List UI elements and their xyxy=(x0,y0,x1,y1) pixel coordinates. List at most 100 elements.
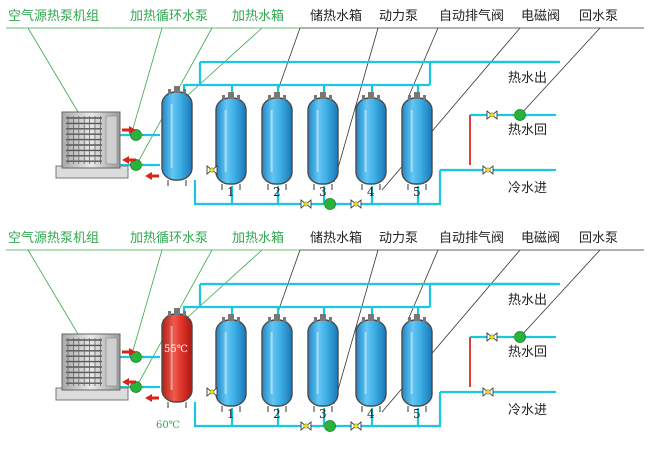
label-return-pump: 回水泵 xyxy=(579,9,618,24)
tank-body xyxy=(307,319,339,407)
leader-power-pump xyxy=(333,249,379,405)
pump-arrow xyxy=(134,351,144,363)
label-auto-vent-valve: 自动排气阀 xyxy=(439,8,504,24)
heat-pump-side xyxy=(105,115,118,165)
heating-tank xyxy=(161,86,193,186)
tank-fitting xyxy=(222,95,225,100)
valve-icon xyxy=(350,199,362,209)
tank-number-1: 1 xyxy=(227,185,235,199)
outlet-hot-out: 热水出 xyxy=(508,71,547,86)
arrow-icon xyxy=(122,378,136,386)
valve-core xyxy=(303,423,309,429)
tank-fitting xyxy=(274,314,280,321)
heat-pump-side xyxy=(105,337,118,387)
tank-fitting xyxy=(283,317,286,322)
tank-fitting xyxy=(329,95,332,100)
label-solenoid-valve: 电磁阀 xyxy=(521,231,560,246)
tank-fitting xyxy=(174,86,180,93)
outlet-hot-return: 热水回 xyxy=(508,123,547,138)
storage-tank-5 xyxy=(401,92,433,190)
tank-number-4: 4 xyxy=(367,407,375,421)
pump-arrow xyxy=(322,198,332,210)
arrow-icon xyxy=(145,394,159,402)
pipe-tank-top-header xyxy=(182,83,430,92)
tank-fitting xyxy=(314,95,317,100)
label-return-pump: 回水泵 xyxy=(579,231,618,246)
pump-arrow xyxy=(512,331,522,343)
pump-arrow xyxy=(134,381,144,393)
tank-body xyxy=(401,97,433,185)
arrow-icon xyxy=(145,172,159,180)
pump-icon xyxy=(130,351,144,363)
tank-fitting xyxy=(362,317,365,322)
pipe-bottom-header xyxy=(193,392,442,428)
valve-icon xyxy=(482,387,494,397)
tank-body xyxy=(355,97,387,185)
storage-tank-1 xyxy=(215,314,247,412)
tank-number-3: 3 xyxy=(319,407,327,421)
leader-return-pump xyxy=(519,27,601,116)
valve-icon xyxy=(300,421,312,431)
tank-fitting xyxy=(377,317,380,322)
tank-fitting xyxy=(423,95,426,100)
tank-fitting xyxy=(274,92,280,99)
bottom-temp: 60℃ xyxy=(156,420,180,431)
label-heat-pump-unit: 空气源热泵机组 xyxy=(8,8,99,24)
label-storage-tank: 储热水箱 xyxy=(310,8,362,24)
tank-fitting xyxy=(228,314,234,321)
valve-core xyxy=(209,167,215,173)
tank-fitting xyxy=(183,311,186,316)
label-heating-tank: 加热水箱 xyxy=(232,8,284,24)
heating-tank xyxy=(161,308,193,408)
label-power-pump: 动力泵 xyxy=(379,9,418,24)
valve-icon xyxy=(206,165,218,175)
tank-fitting xyxy=(237,317,240,322)
tank-number-3: 3 xyxy=(319,185,327,199)
storage-tank-4 xyxy=(355,92,387,190)
leader-return-pump xyxy=(519,249,601,338)
tank-fitting xyxy=(362,95,365,100)
tank-fitting xyxy=(268,95,271,100)
pump-arrow xyxy=(134,129,144,141)
tank-fitting xyxy=(222,317,225,322)
tank-number-2: 2 xyxy=(273,407,281,421)
pump-icon xyxy=(512,331,526,343)
tank-body xyxy=(215,97,247,185)
storage-tank-2 xyxy=(261,314,293,412)
label-heating-tank: 加热水箱 xyxy=(232,230,284,246)
pump-arrow xyxy=(512,109,522,121)
tank-fitting xyxy=(320,92,326,99)
outlet-cold-in: 冷水进 xyxy=(508,181,547,196)
pump-icon xyxy=(322,198,336,210)
storage-tank-5 xyxy=(401,314,433,412)
pipe-tank-top-header xyxy=(182,305,430,314)
pump-icon xyxy=(130,381,144,393)
tank-number-5: 5 xyxy=(413,185,421,199)
storage-tank-4 xyxy=(355,314,387,412)
tank-body xyxy=(307,97,339,185)
tank-body xyxy=(401,319,433,407)
arrow-icon xyxy=(122,348,136,356)
tank-body xyxy=(261,97,293,185)
storage-tank-3 xyxy=(307,92,339,190)
outlet-cold-in: 冷水进 xyxy=(508,403,547,418)
pipe-hot-main xyxy=(198,282,560,307)
leader-heat-pump xyxy=(27,249,79,335)
heating-tank-temp: 55℃ xyxy=(164,344,188,355)
leader-heating-circ-pump xyxy=(131,27,163,133)
arrow-icon xyxy=(122,126,136,134)
outlet-hot-out: 热水出 xyxy=(508,293,547,308)
valve-core xyxy=(353,201,359,207)
tank-fitting xyxy=(283,95,286,100)
outlet-hot-return: 热水回 xyxy=(508,345,547,360)
tank-fitting xyxy=(368,92,374,99)
valve-core xyxy=(353,423,359,429)
valve-icon xyxy=(206,387,218,397)
storage-tank-1 xyxy=(215,92,247,190)
tank-fitting xyxy=(368,314,374,321)
tank-fitting xyxy=(377,95,380,100)
pump-icon xyxy=(130,159,144,171)
label-heat-pump-unit: 空气源热泵机组 xyxy=(8,230,99,246)
label-solenoid-valve: 电磁阀 xyxy=(521,9,560,24)
